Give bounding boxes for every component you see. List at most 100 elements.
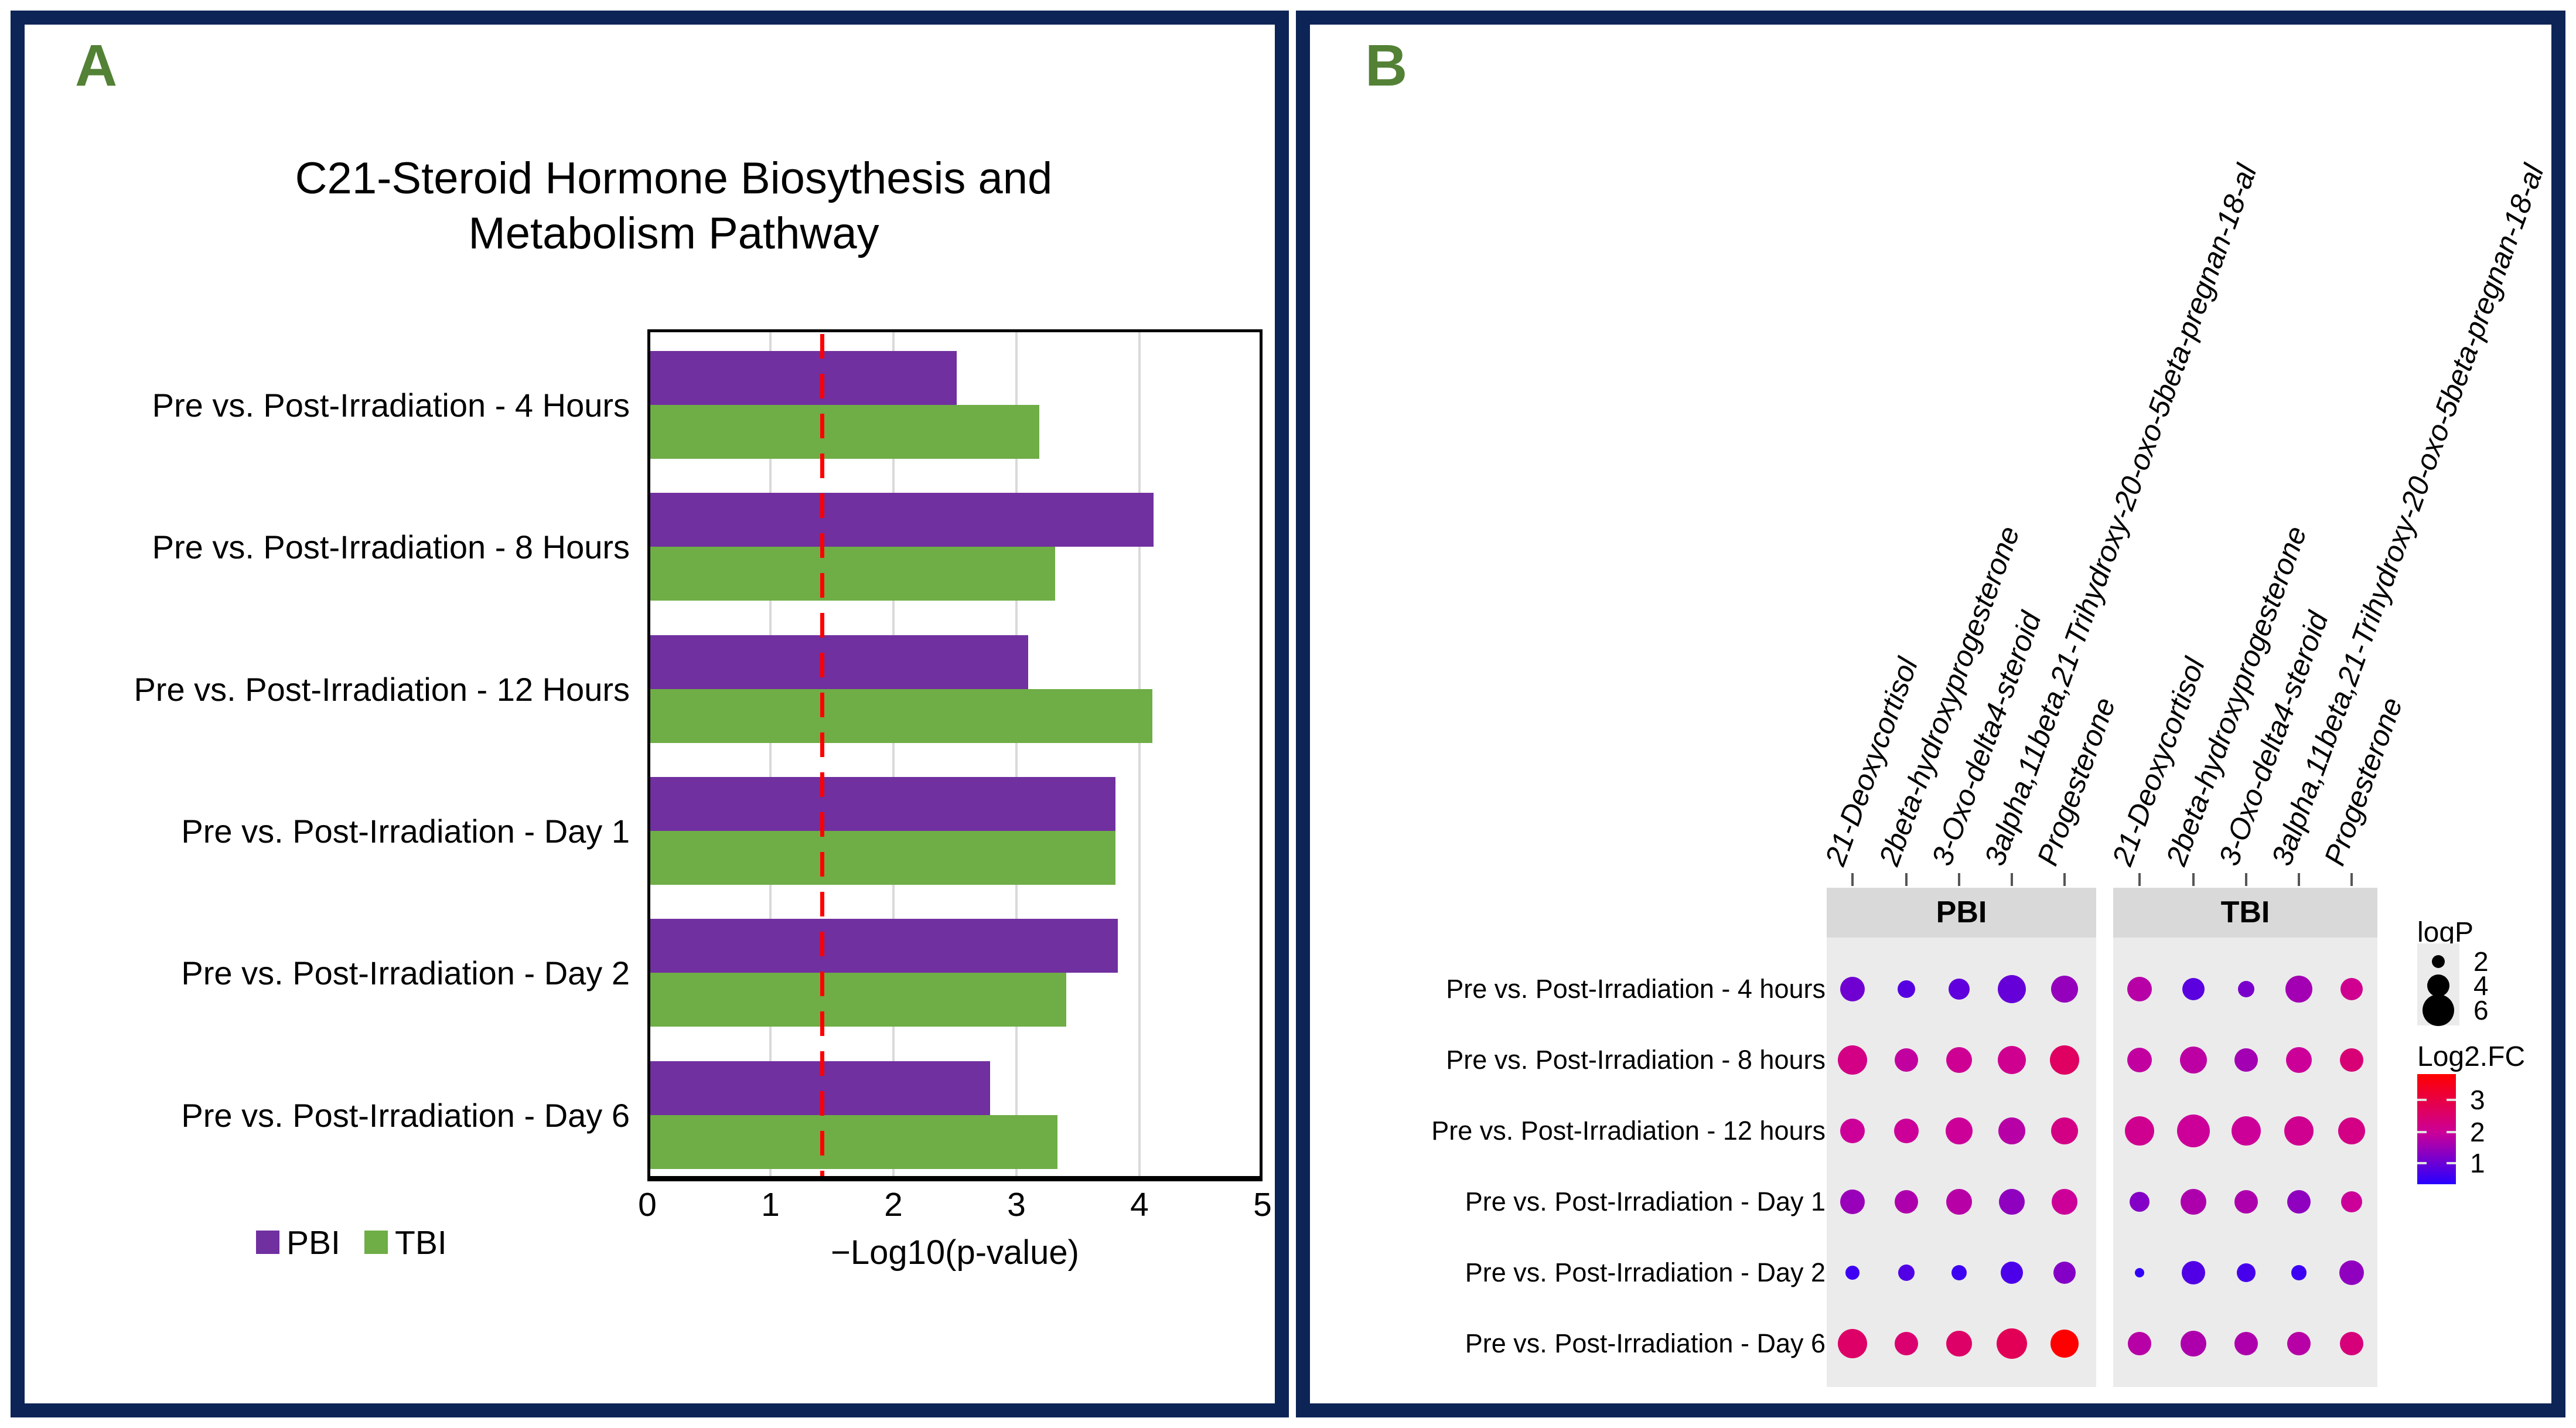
legend-label-tbi: TBI [395,1224,447,1262]
color-legend-tick [2417,1099,2427,1101]
matrix-dot [1895,1332,1918,1355]
gridline [1015,329,1018,1181]
x-tick-label: 1 [761,1186,780,1223]
matrix-dot [2340,977,2363,1001]
bar-tbi [649,405,1039,459]
matrix-dot [2182,977,2205,1001]
matrix-dot [2053,1261,2076,1284]
matrix-dot [2127,1047,2152,1073]
color-legend-value: 2 [2470,1117,2485,1147]
bar-pbi [649,919,1118,973]
matrix-dot [1837,1328,1868,1359]
matrix-dot [1998,1046,2026,1074]
bar-pbi [649,777,1115,831]
facet-panel-background [1827,938,2096,1387]
matrix-dot [2287,1332,2311,1355]
column-tick [1851,873,1854,886]
matrix-dot [1893,1118,1919,1144]
matrix-dot [2000,1261,2024,1284]
matrix-dot [2284,1116,2314,1146]
bar-pbi [649,351,957,405]
matrix-dot [2181,1189,2206,1215]
bar-tbi [649,1115,1057,1169]
matrix-dot [2179,1046,2207,1074]
x-tick-label: 4 [1130,1186,1149,1223]
size-legend-dot [2427,974,2449,997]
matrix-dot [2127,976,2152,1002]
panel-a-title-line1: C21-Steroid Hormone Biosythesis and [295,154,1053,203]
matrix-dot [1898,1265,1915,1281]
size-legend-value: 2 [2473,946,2489,977]
legend-label-pbi: PBI [286,1224,340,1262]
matrix-dot [2286,1047,2312,1073]
category-label: Pre vs. Post-Irradiation - 4 Hours [152,387,630,424]
bar-pbi [649,493,1154,547]
panel-a-title: C21-Steroid Hormone Biosythesis and Meta… [88,151,1260,261]
bar-tbi [649,973,1066,1027]
matrix-dot [2234,1190,2258,1214]
matrix-dot [2050,975,2079,1003]
category-label: Pre vs. Post-Irradiation - Day 2 [181,955,630,992]
gridline [892,329,895,1181]
bar-pbi [649,1061,990,1115]
column-tick [2063,873,2066,886]
matrix-dot [2181,1331,2206,1357]
category-label: Pre vs. Post-Irradiation - Day 1 [181,813,630,850]
matrix-dot [1997,1328,2027,1359]
matrix-dot [1951,1265,1967,1281]
bar-pbi [649,635,1028,689]
matrix-dot [2291,1265,2307,1280]
matrix-dot [1837,1045,1868,1075]
matrix-dot [2234,1332,2258,1355]
legend-swatch-pbi [256,1231,279,1254]
bar-tbi [649,689,1152,743]
matrix-dot [2341,1191,2362,1212]
gridline [1138,329,1141,1181]
matrix-dot [2177,1115,2210,1147]
category-label: Pre vs. Post-Irradiation - Day 6 [181,1096,630,1134]
matrix-dot [1946,1331,1972,1357]
x-tick-label: 5 [1253,1186,1272,1223]
color-legend-value: 3 [2470,1085,2485,1115]
color-legend-tick [2447,1131,2456,1133]
matrix-dot [1946,1189,1972,1215]
matrix-dot [2338,1117,2366,1145]
column-tick [2011,873,2013,886]
row-label: Pre vs. Post-Irradiation - 12 hours [1431,1116,1826,1146]
bar-tbi [649,547,1055,601]
matrix-dot [2128,1332,2151,1355]
matrix-dot [2234,1048,2258,1072]
column-tick [2350,873,2353,886]
matrix-dot [1895,1190,1918,1214]
row-label: Pre vs. Post-Irradiation - Day 6 [1465,1328,1826,1358]
matrix-dot [2231,1116,2261,1146]
color-legend-gradient [2417,1074,2456,1184]
color-legend-tick [2447,1162,2456,1164]
matrix-dot [1840,1118,1865,1144]
row-label: Pre vs. Post-Irradiation - Day 2 [1465,1257,1826,1287]
matrix-dot [1946,1047,1972,1073]
color-legend-title: Log2.FC [2417,1041,2526,1072]
matrix-dot [2340,1048,2363,1072]
matrix-dot [2287,1190,2311,1214]
facet-strip-label: TBI [2220,895,2270,929]
matrix-dot [1949,979,1970,1000]
row-label: Pre vs. Post-Irradiation - 8 hours [1446,1045,1826,1075]
bar-tbi [649,831,1115,885]
matrix-dot [2285,975,2313,1003]
x-tick-label: 3 [1007,1186,1026,1223]
matrix-dot [2049,1045,2080,1075]
threshold-line [820,334,824,1180]
matrix-dot [1999,1189,2025,1215]
matrix-dot [1998,1117,2026,1145]
category-label: Pre vs. Post-Irradiation - 8 Hours [152,529,630,566]
panel-b-letter: B [1365,33,1408,98]
size-legend-title: logP [2417,917,2474,948]
x-tick-label: 0 [638,1186,657,1223]
column-tick [2298,873,2300,886]
column-tick [2192,873,2195,886]
color-legend-value: 1 [2470,1148,2485,1178]
size-legend-value: 4 [2473,970,2489,1001]
size-legend-dot [2432,955,2445,968]
matrix-dot [1840,1189,1865,1215]
